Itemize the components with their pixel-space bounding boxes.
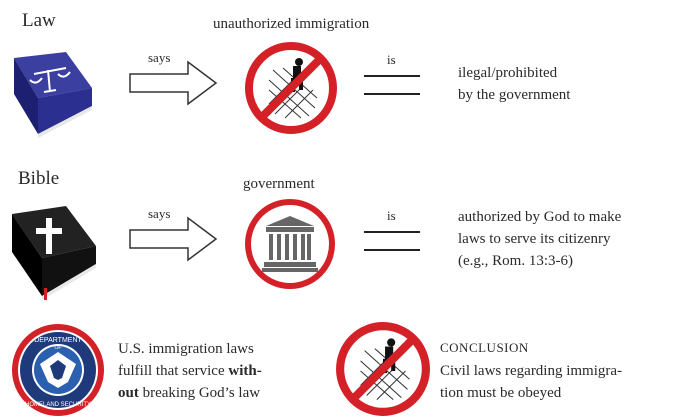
government-building-icon	[240, 196, 340, 292]
says-label-1: says	[148, 50, 171, 65]
dhs-text-line-3-post: breaking God’s law	[138, 385, 261, 401]
result-1-line-1: ilegal/prohibited	[458, 65, 558, 81]
conclusion-line-2: tion must be obeyed	[440, 385, 562, 401]
result-2-line-2: laws to serve its citizenry	[458, 231, 611, 247]
seal-text-middle: OF	[55, 345, 62, 351]
says-label-2: says	[148, 206, 171, 221]
law-heading: Law	[22, 10, 56, 31]
dhs-text: U.S. immigration laws fulfill that servi…	[118, 338, 262, 404]
result-2-line-1: authorized by God to make	[458, 209, 622, 225]
law-book-icon	[8, 48, 96, 138]
result-2: authorized by God to make laws to serve …	[458, 206, 621, 272]
dhs-text-line-3-bold: out	[118, 385, 139, 401]
topic-government: government	[243, 176, 315, 192]
equals-sign-2	[364, 226, 420, 256]
is-label-1: is	[387, 52, 396, 67]
result-1: ilegal/prohibited by the government	[458, 62, 570, 106]
says-arrow-2	[128, 214, 220, 264]
conclusion-label: CONCLUSION	[440, 340, 529, 355]
dhs-text-line-2: fulfill that service with-	[118, 360, 262, 382]
prohibited-immigration-icon	[243, 40, 339, 136]
equals-sign-1	[364, 70, 420, 100]
result-2-line-3: (e.g., Rom. 13:3-6)	[458, 253, 573, 269]
conclusion-text: Civil laws regarding immigra- tion must …	[440, 360, 622, 404]
bible-heading: Bible	[18, 168, 60, 189]
says-arrow-1	[128, 58, 220, 108]
dhs-seal-icon: DEPARTMENT OF HOMELAND SECURITY	[10, 322, 106, 418]
dhs-text-line-2-bold: with-	[228, 363, 262, 379]
dhs-text-line-3: out breaking God’s law	[118, 382, 262, 404]
dhs-text-line-1: U.S. immigration laws	[118, 341, 254, 357]
is-label-2: is	[387, 208, 396, 223]
result-1-line-2: by the government	[458, 87, 571, 103]
prohibited-immigration-icon-2	[334, 320, 432, 418]
bible-book-icon	[8, 204, 100, 300]
seal-text-bottom: HOMELAND SECURITY	[25, 402, 91, 408]
topic-unauthorized-immigration: unauthorized immigration	[213, 16, 370, 32]
conclusion-line-1: Civil laws regarding immigra-	[440, 363, 623, 379]
seal-text-top: DEPARTMENT	[34, 337, 82, 344]
dhs-text-line-2-pre: fulfill that service	[118, 363, 229, 379]
